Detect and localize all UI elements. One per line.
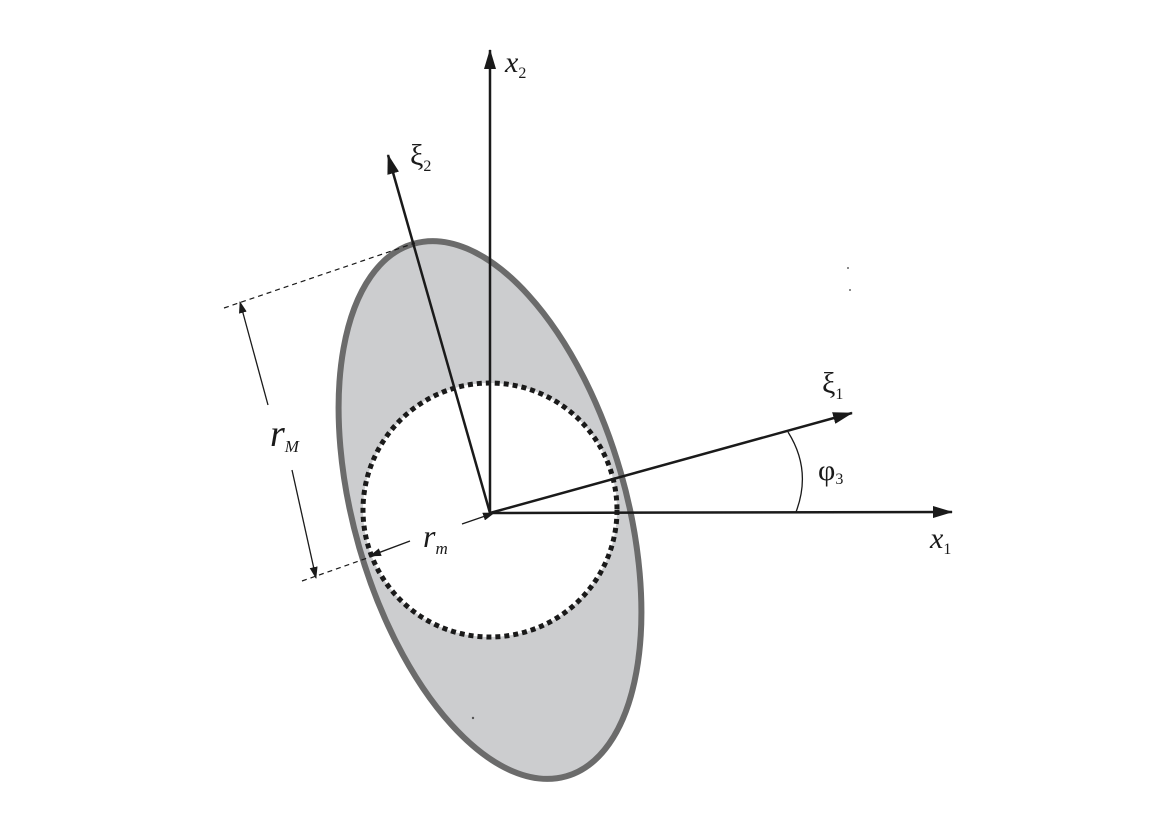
rm-dimension-left bbox=[369, 540, 411, 557]
phi3-angle-arc bbox=[787, 431, 804, 513]
rm-label: rm bbox=[423, 518, 448, 558]
phi3-label: φ3 bbox=[818, 454, 843, 488]
speck-1 bbox=[847, 267, 849, 269]
x1-label: x1 bbox=[929, 522, 951, 558]
rM-label: rM bbox=[270, 413, 300, 456]
speck-3 bbox=[471, 716, 475, 720]
speck-2 bbox=[849, 289, 851, 291]
rm-dimension-right bbox=[461, 512, 495, 525]
x1-axis bbox=[489, 506, 953, 519]
rM-dimension-lower bbox=[291, 469, 318, 579]
xi2-label: ξ2 bbox=[410, 139, 431, 175]
x2-label: x2 bbox=[504, 46, 526, 82]
xi1-axis bbox=[489, 411, 853, 515]
rM-extension-top bbox=[223, 242, 416, 309]
xi2-axis bbox=[386, 154, 492, 514]
xi1-label: ξ1 bbox=[822, 367, 843, 403]
rM-dimension-upper bbox=[239, 301, 269, 406]
